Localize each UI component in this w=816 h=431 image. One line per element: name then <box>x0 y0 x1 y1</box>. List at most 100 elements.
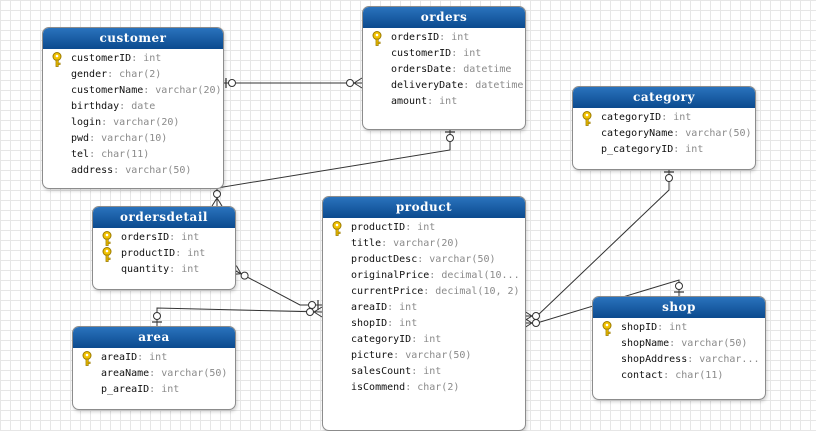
primary-key-field: areaID: int <box>73 350 235 366</box>
rel-area-product-many-foot-b <box>313 311 323 318</box>
field-row: address: varchar(50) <box>43 163 223 179</box>
primary-key-field: ordersID: int <box>363 30 525 46</box>
rel-orders-ordersdetail-many-circle <box>213 190 221 198</box>
field-type: : int <box>387 302 418 313</box>
rel-shop-product-many-circle <box>532 319 540 327</box>
key-icon <box>101 247 113 262</box>
field-type: : int <box>175 248 206 259</box>
field-row: areaID: int <box>323 300 525 316</box>
field-type: : datetime <box>451 64 512 75</box>
key-icon <box>51 52 63 67</box>
field-name: quantity <box>121 264 170 275</box>
field-name: shopAddress <box>621 354 688 365</box>
field-row: login: varchar(20) <box>43 115 223 131</box>
rel-category-product-line <box>524 168 670 317</box>
rel-customer-orders-many-foot-b <box>353 82 363 89</box>
field-name: categoryName <box>601 128 674 139</box>
field-name: birthday <box>71 101 120 112</box>
field-type: : int <box>411 334 442 345</box>
field-row: p_categoryID: int <box>573 142 755 158</box>
rel-area-product-many-circle <box>306 308 314 316</box>
field-name: contact <box>621 370 664 381</box>
field-row: birthday: date <box>43 99 223 115</box>
field-name: tel <box>71 149 90 160</box>
field-type: : int <box>169 264 200 275</box>
key-icon <box>331 221 343 236</box>
field-name: p_areaID <box>101 384 150 395</box>
field-name: amount <box>391 96 428 107</box>
field-name: areaID <box>351 302 388 313</box>
field-name: shopName <box>621 338 670 349</box>
entity-title: area <box>73 327 235 348</box>
rel-category-product-many-circle <box>532 312 540 320</box>
primary-key-field: productID: int <box>323 220 525 236</box>
rel-orders-ordersdetail-line <box>216 128 451 206</box>
field-name: address <box>71 165 114 176</box>
field-type: : varchar(10) <box>89 133 168 144</box>
field-name: isCommend <box>351 382 406 393</box>
field-type: : int <box>657 322 688 333</box>
field-type: : int <box>411 366 442 377</box>
field-name: title <box>351 238 382 249</box>
rel-area-product-many-foot-a <box>313 306 323 313</box>
rel-shop-product-one-circle <box>675 282 683 290</box>
rel-orders-ordersdetail-many-foot-b <box>211 197 218 207</box>
field-row: categoryID: int <box>323 332 525 348</box>
field-name: deliveryDate <box>391 80 464 91</box>
entity-title: product <box>323 197 525 218</box>
field-type: : int <box>451 48 482 59</box>
primary-key-field: categoryID: int <box>573 110 755 126</box>
field-type: : int <box>149 384 180 395</box>
field-row: categoryName: varchar(50) <box>573 126 755 142</box>
field-type: : varchar(50) <box>149 368 228 379</box>
field-row: customerID: int <box>363 46 525 62</box>
rel-customer-orders-many-foot-a <box>353 77 363 84</box>
rel-ordersdetail-product-many-circle <box>240 271 249 280</box>
field-type: : int <box>387 318 418 329</box>
rel-customer-orders-many-circle <box>346 79 354 87</box>
key-icon <box>371 31 383 46</box>
field-type: : int <box>169 232 200 243</box>
field-name: productID <box>351 222 406 233</box>
field-name: currentPrice <box>351 286 424 297</box>
primary-key-field: shopID: int <box>593 320 765 336</box>
field-type: : int <box>673 144 704 155</box>
field-type: : varchar(50) <box>393 350 472 361</box>
field-row: salesCount: int <box>323 364 525 380</box>
field-type: : varchar... <box>687 354 760 365</box>
field-row: tel: char(11) <box>43 147 223 163</box>
entity-title: category <box>573 87 755 108</box>
key-icon <box>81 351 93 366</box>
field-name: productDesc <box>351 254 418 265</box>
rel-orders-ordersdetail-many-foot-a <box>216 197 223 207</box>
field-name: areaID <box>101 352 138 363</box>
field-type: : char(11) <box>89 149 150 160</box>
key-icon <box>601 321 613 336</box>
rel-area-product-line <box>156 307 323 326</box>
entity-title: customer <box>43 28 223 49</box>
field-name: login <box>71 117 102 128</box>
field-name: p_categoryID <box>601 144 674 155</box>
field-name: shopID <box>351 318 388 329</box>
field-name: picture <box>351 350 394 361</box>
field-row: pwd: varchar(10) <box>43 131 223 147</box>
field-row: areaName: varchar(50) <box>73 366 235 382</box>
field-type: : date <box>119 101 156 112</box>
field-type: : varchar(20) <box>143 85 222 96</box>
primary-key-field: productID: int <box>93 246 235 262</box>
field-name: categoryID <box>601 112 662 123</box>
field-type: : varchar(50) <box>417 254 496 265</box>
field-row: currentPrice: decimal(10, 2) <box>323 284 525 300</box>
field-row: picture: varchar(50) <box>323 348 525 364</box>
field-type: : char(2) <box>107 69 162 80</box>
